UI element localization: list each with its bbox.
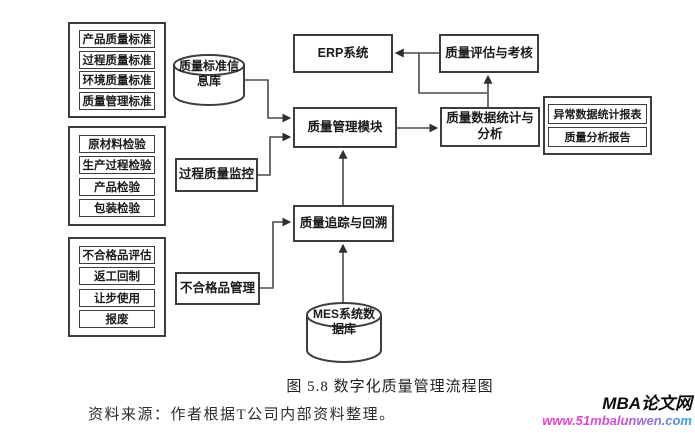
inspection-item: 包装检验 (79, 198, 155, 217)
cylinder-mes-db-top (306, 302, 382, 328)
cylinder-mes-db-body (306, 315, 382, 363)
watermark: MBA论文网 www.51mbalunwen.com (542, 394, 692, 428)
nonconforming-item: 让步使用 (79, 288, 155, 307)
source-note: 资料来源：作者根据T公司内部资料整理。 (88, 407, 396, 423)
inspection-item: 原材料检验 (79, 135, 155, 154)
node-evaluation: 质量评估与考核 (439, 34, 539, 73)
figure-caption: 图 5.8 数字化质量管理流程图 (286, 379, 494, 395)
node-erp: ERP系统 (293, 34, 393, 73)
node-trace: 质量追踪与回溯 (293, 205, 394, 242)
inspection-group: 原材料检验 生产过程检验 产品检验 包装检验 (68, 126, 166, 226)
standards-item: 产品质量标准 (79, 30, 155, 49)
watermark-site-url: www.51mbalunwen.com (542, 412, 692, 428)
nonconforming-group: 不合格品评估 返工回制 让步使用 报废 (68, 237, 166, 337)
node-process-monitor: 过程质量监控 (175, 158, 258, 192)
node-standards-db-label: 质量标准信息库 (178, 59, 239, 88)
node-stats: 质量数据统计与分析 (440, 107, 540, 147)
standards-item: 过程质量标准 (79, 50, 155, 69)
report-item: 异常数据统计报表 (548, 104, 647, 125)
nonconforming-item: 返工回制 (79, 267, 155, 286)
watermark-site-name: MBA论文网 (602, 394, 692, 413)
connector-stats-branch (418, 53, 487, 94)
node-mes-db-label: MES系统数据库 (312, 307, 375, 336)
inspection-item: 生产过程检验 (79, 156, 155, 175)
report-item: 质量分析报告 (548, 126, 647, 147)
cylinder-standards-db-top (173, 54, 245, 76)
arrow-monitor-to-module (258, 132, 292, 176)
inspection-item: 产品检验 (79, 177, 155, 196)
standards-group: 产品质量标准 过程质量标准 环境质量标准 质量管理标准 (68, 22, 166, 118)
node-quality-module: 质量管理模块 (293, 107, 397, 148)
reports-group: 异常数据统计报表 质量分析报告 (543, 96, 652, 155)
cylinder-standards-db-body (173, 65, 245, 106)
arrow-standardsdb-to-module (245, 79, 292, 123)
node-nonconforming-mgmt: 不合格品管理 (175, 272, 260, 305)
standards-item: 质量管理标准 (79, 91, 155, 110)
standards-item: 环境质量标准 (79, 71, 155, 90)
nonconforming-item: 不合格品评估 (79, 246, 155, 265)
arrow-nonconforming-to-trace (259, 217, 292, 289)
nonconforming-item: 报废 (79, 309, 155, 328)
